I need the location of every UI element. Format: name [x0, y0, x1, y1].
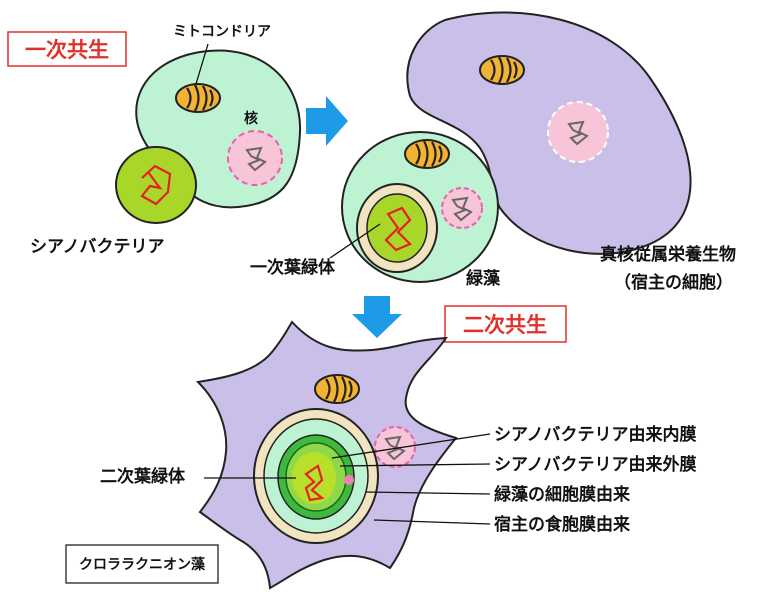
- arrow-right-icon: [306, 96, 348, 146]
- secondary-plastid-label: 二次葉緑体: [100, 466, 186, 487]
- mitochondrion-3: [313, 373, 361, 405]
- nucleomorph: [344, 475, 354, 485]
- green-alga-label: 緑藻: [466, 268, 501, 289]
- secondary-title-box: 二次共生: [444, 305, 567, 343]
- membrane-host-label: 宿主の食胞膜由来: [494, 514, 631, 535]
- secondary-title: 二次共生: [463, 313, 547, 337]
- species-box: クロララクニオン藻: [65, 544, 219, 584]
- arrow-down-icon: [352, 296, 402, 338]
- cyanobacterium: [115, 146, 197, 224]
- mitochondrion-host: [478, 54, 526, 86]
- host-cell-large: [406, 11, 692, 255]
- membrane-inner-label: シアノバクテリア由来内膜: [494, 424, 696, 445]
- cyano-dna: [140, 164, 172, 206]
- mitochondria-label: ミトコンドリア: [173, 24, 271, 40]
- primary-title: 一次共生: [25, 38, 109, 62]
- mitochondrion-2: [403, 138, 451, 170]
- mitochondrion-1: [174, 82, 222, 114]
- cyanobacteria-label: シアノバクテリア: [30, 237, 164, 257]
- primary-plastid-label: 一次葉緑体: [250, 257, 336, 278]
- membrane-outer-label: シアノバクテリア由来外膜: [494, 454, 696, 475]
- membrane-alga-label: 緑藻の細胞膜由来: [494, 484, 631, 505]
- primary-title-box: 一次共生: [7, 31, 127, 67]
- species-label: クロララクニオン藻: [79, 556, 206, 573]
- secondary-plastid: [292, 452, 336, 504]
- green-alga-cell: [341, 131, 499, 283]
- nucleus-label: 核: [244, 110, 258, 127]
- chlorarachniophyte-cell: [195, 320, 458, 590]
- host-label-1: 真核従属栄養生物: [600, 244, 736, 265]
- host-label-2: （宿主の細胞）: [614, 272, 733, 293]
